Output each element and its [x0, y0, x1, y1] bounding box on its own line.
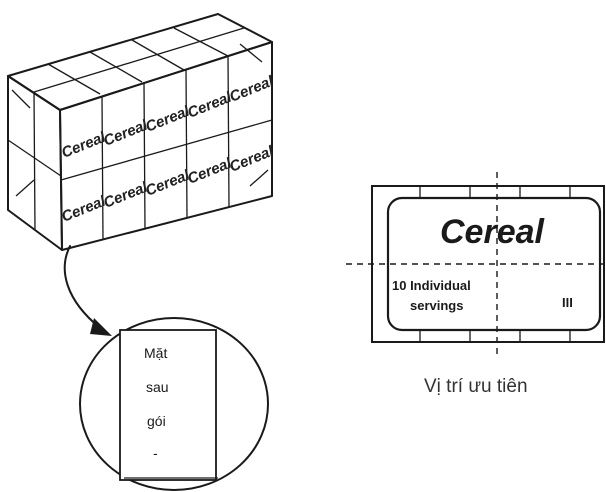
- label-brand: Cereal: [440, 213, 546, 251]
- zoom-circle: [79, 317, 269, 491]
- servings-line-2: servings: [410, 298, 463, 313]
- caption: Vị trí ưu tiên: [424, 376, 528, 397]
- carton-label: Cereal: [227, 142, 277, 175]
- servings-line-1: 10 Individual: [392, 278, 471, 293]
- label-code: III: [562, 295, 573, 310]
- pack-front-face: [59, 41, 273, 251]
- cereal-multipack: Cereal Cereal Cereal Cereal Cereal Cerea…: [7, 13, 277, 251]
- carton-label: Cereal: [185, 88, 235, 121]
- back-panel-line-1: Mặt: [144, 345, 167, 361]
- label-detail: Cereal 10 Individual servings III: [346, 172, 605, 358]
- back-panel-line-4: -: [153, 445, 158, 461]
- zoom-arrow: [63, 245, 101, 329]
- back-panel-line-3: gói: [147, 413, 166, 429]
- back-panel-line-2: sau: [146, 379, 169, 395]
- back-panel: [119, 329, 217, 481]
- carton-label: Cereal: [227, 72, 277, 105]
- zoom-arrowhead: [90, 318, 112, 336]
